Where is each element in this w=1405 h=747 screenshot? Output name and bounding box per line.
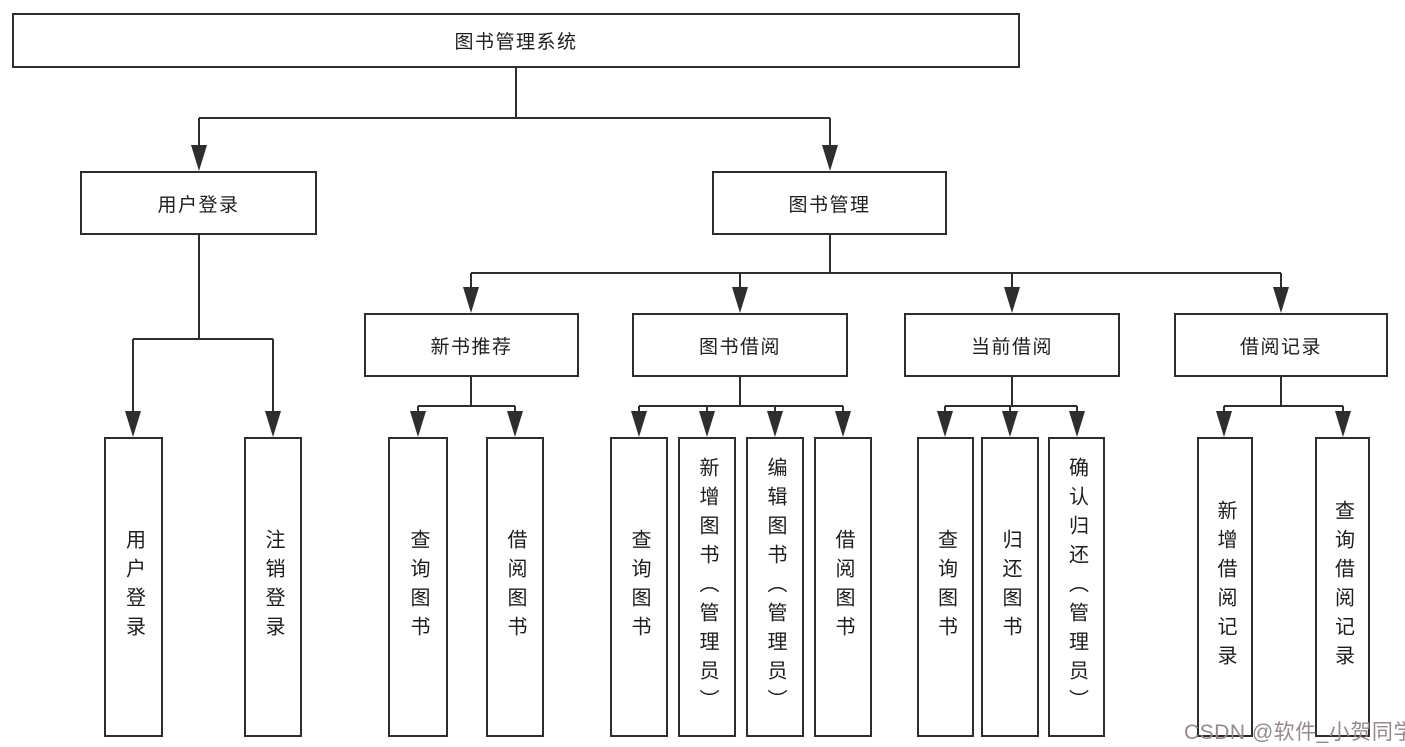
leaf-user-login: 用户登录 <box>104 437 163 737</box>
leaf-return-book: 归还图书 <box>981 437 1039 737</box>
leaf-query-books-current: 查询图书 <box>917 437 974 737</box>
leaf-query-books-recommend: 查询图书 <box>388 437 448 737</box>
node-root-system: 图书管理系统 <box>12 13 1020 68</box>
leaf-query-borrow-record: 查询借阅记录 <box>1315 437 1370 737</box>
node-book-management: 图书管理 <box>712 171 947 235</box>
node-current-borrow: 当前借阅 <box>904 313 1120 377</box>
leaf-add-book-admin: 新增图书（管理员） <box>678 437 736 737</box>
node-new-book-recommend: 新书推荐 <box>364 313 579 377</box>
node-book-borrow: 图书借阅 <box>632 313 848 377</box>
leaf-query-books-borrow: 查询图书 <box>610 437 668 737</box>
leaf-logout: 注销登录 <box>244 437 302 737</box>
leaf-edit-book-admin: 编辑图书（管理员） <box>746 437 804 737</box>
leaf-confirm-return-admin: 确认归还（管理员） <box>1048 437 1105 737</box>
arrowheads <box>125 145 1351 437</box>
leaf-borrow-books-recommend: 借阅图书 <box>486 437 544 737</box>
csdn-watermark: CSDN @软件_小贺同学 <box>1184 721 1405 744</box>
leaf-borrow-books: 借阅图书 <box>814 437 872 737</box>
node-borrow-records: 借阅记录 <box>1174 313 1388 377</box>
leaf-add-borrow-record: 新增借阅记录 <box>1197 437 1253 737</box>
connector-segments <box>132 68 1344 412</box>
node-user-login: 用户登录 <box>80 171 317 235</box>
